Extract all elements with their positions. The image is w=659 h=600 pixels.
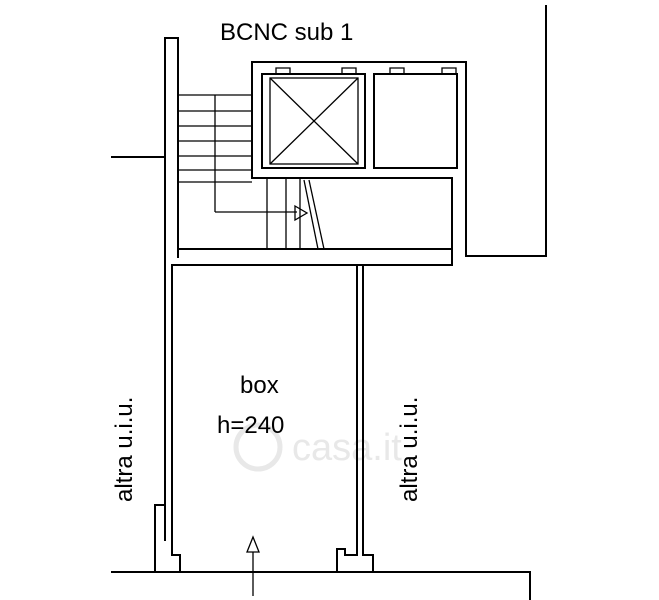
- stair-direction-arrow-icon: [294, 204, 309, 222]
- entrance-arrow-icon: [246, 535, 260, 596]
- plan-title: BCNC sub 1: [220, 19, 353, 46]
- elevator-shaft: [261, 67, 366, 169]
- staircase: [178, 94, 325, 250]
- right-neighbor-label: altra u.i.u.: [396, 397, 423, 502]
- watermark-text: casa.it: [292, 427, 402, 469]
- left-neighbor-label: altra u.i.u.: [111, 397, 138, 502]
- watermark-logo-icon: [233, 422, 283, 472]
- room-name: box: [240, 372, 279, 399]
- walls: [111, 5, 547, 600]
- service-room: [373, 67, 458, 169]
- room-height: h=240: [217, 412, 284, 439]
- watermark: casa.it: [233, 422, 402, 472]
